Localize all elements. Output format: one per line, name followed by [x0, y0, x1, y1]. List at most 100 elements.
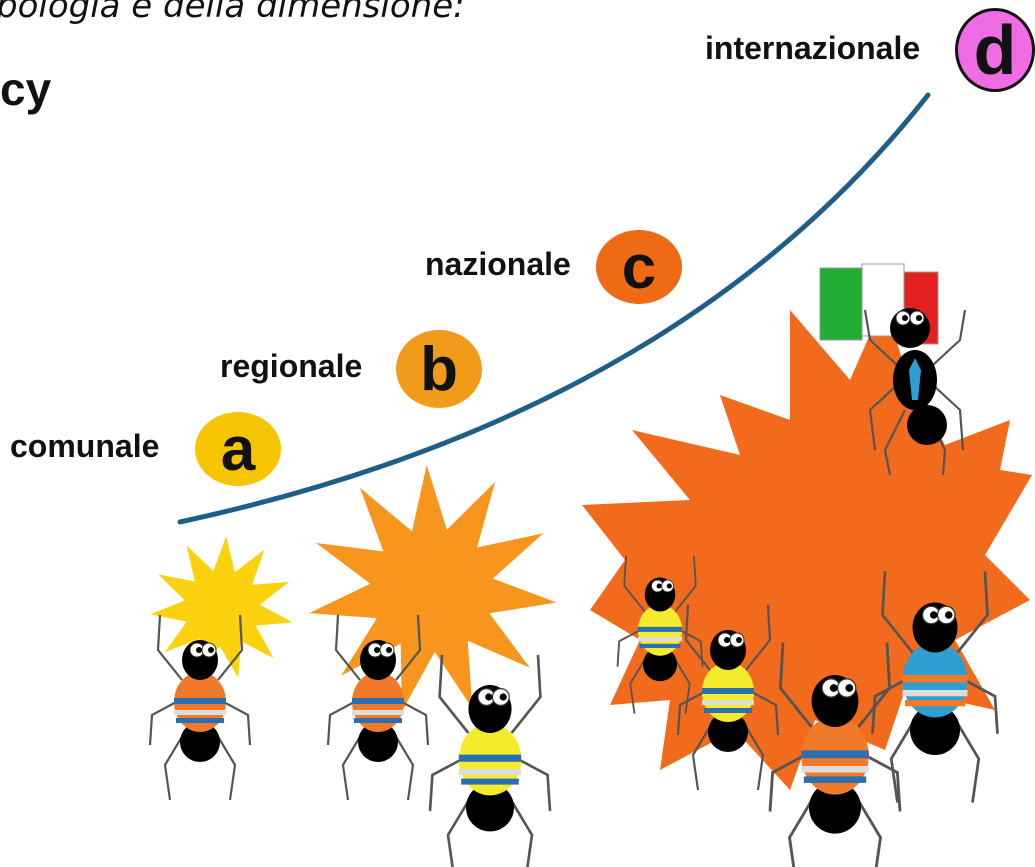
- ant-pupil: [499, 693, 507, 701]
- ant-politician: [863, 308, 967, 476]
- ant-pupil: [845, 684, 854, 692]
- ant-leg: [341, 729, 365, 801]
- ant-leg: [397, 699, 430, 746]
- ant-leg: [428, 755, 467, 812]
- ant-pupil: [196, 647, 202, 653]
- ant-leg: [505, 792, 534, 867]
- ant-abdomen: [466, 783, 514, 832]
- vest-stripe: [354, 718, 402, 723]
- ant-leg: [863, 309, 898, 366]
- ant-leg: [932, 384, 965, 451]
- ant-nazionale-1: [616, 556, 704, 714]
- ant-leg: [883, 409, 906, 476]
- vest-stripe: [637, 637, 683, 642]
- growth-curve: [177, 92, 931, 525]
- ant-pupil: [485, 693, 493, 701]
- ant-leg: [676, 689, 709, 736]
- vest-stripe: [702, 688, 754, 694]
- badge-b: b: [396, 330, 482, 408]
- vest-stripe: [639, 643, 681, 649]
- ant-pupil: [656, 583, 662, 589]
- label-comunale: comunale: [10, 428, 160, 464]
- ant-leg: [674, 556, 697, 613]
- ant-pupil: [724, 637, 730, 643]
- ant-leg: [671, 653, 691, 714]
- ant-abdomen: [358, 722, 398, 762]
- ant-leg: [217, 614, 244, 681]
- ant-abdomen: [809, 781, 861, 834]
- ant-leg: [741, 719, 765, 791]
- ant-leg: [156, 614, 183, 681]
- vest-stripe: [902, 690, 968, 697]
- ant-leg: [391, 729, 415, 801]
- ant-leg: [932, 309, 967, 366]
- ant-pupil: [930, 611, 938, 619]
- ant-abdomen: [180, 722, 220, 762]
- ant-pupil: [374, 647, 380, 653]
- ant-leg: [868, 384, 898, 451]
- burst-large: [582, 300, 1032, 790]
- flag-green-band: [819, 267, 863, 341]
- ant-pupil: [829, 684, 838, 692]
- vest-stripe: [174, 698, 226, 704]
- ant-regionale-2: [428, 654, 552, 867]
- ant-leg: [951, 714, 981, 803]
- ant-pupil: [902, 315, 908, 321]
- ant-pupil: [208, 647, 214, 653]
- vest-stripe: [637, 626, 683, 632]
- ant-leg: [213, 729, 237, 801]
- ant-leg: [871, 676, 911, 734]
- vest-stripe: [801, 750, 869, 759]
- vest-stripe: [902, 675, 968, 683]
- vest-stripe: [704, 708, 752, 713]
- vest-stripe: [905, 700, 965, 707]
- ant-pupil: [666, 583, 672, 589]
- badge-a: a: [195, 412, 281, 486]
- vest-stripe: [803, 776, 867, 783]
- ant-pupil: [386, 647, 392, 653]
- ant-leg: [219, 699, 252, 746]
- label-regionale: regionale: [220, 348, 363, 384]
- ant-leg: [629, 653, 649, 714]
- tie: [909, 358, 921, 400]
- ant-leg: [513, 755, 552, 812]
- ant-leg: [851, 791, 882, 867]
- badge-c: c: [596, 230, 682, 304]
- slide-heading: cy: [0, 63, 52, 115]
- vest-stripe: [352, 698, 404, 704]
- vest-stripe: [702, 700, 754, 705]
- vest-stripe: [174, 710, 226, 715]
- ant-pupil: [945, 611, 953, 619]
- ant-abdomen: [708, 712, 748, 752]
- label-internazionale: internazionale: [705, 30, 921, 66]
- label-nazionale: nazionale: [425, 246, 571, 282]
- ant-abdomen: [907, 405, 947, 445]
- burst-small: [150, 536, 293, 679]
- ant-leg: [684, 604, 711, 671]
- ant-leg: [691, 719, 715, 791]
- burst-medium: [309, 465, 557, 712]
- ant-regionale-1: [326, 614, 430, 801]
- ant-leg: [778, 642, 813, 728]
- vest-stripe: [176, 718, 224, 723]
- ant-leg: [163, 729, 187, 801]
- vest-stripe: [801, 766, 869, 773]
- ant-head: [890, 308, 930, 348]
- badge-d: d: [955, 8, 1035, 92]
- ant-leg: [334, 614, 361, 681]
- ant-leg: [326, 699, 359, 746]
- ant-leg: [745, 604, 772, 671]
- ant-leg: [438, 654, 470, 734]
- slide-subtitle: pologia e della dimensione:: [0, 0, 465, 26]
- vest-stripe: [352, 710, 404, 715]
- ant-pupil: [736, 637, 742, 643]
- ant-leg: [446, 792, 475, 867]
- ant-leg: [788, 791, 819, 867]
- ant-leg: [881, 571, 914, 654]
- ant-leg: [623, 556, 646, 613]
- ant-leg: [768, 751, 810, 812]
- ant-abdomen: [643, 647, 677, 682]
- ant-leg: [747, 689, 780, 736]
